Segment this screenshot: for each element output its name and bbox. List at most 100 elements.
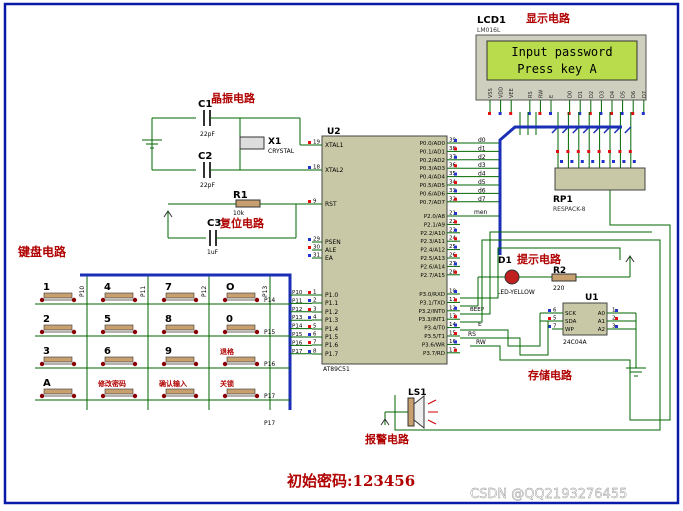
mcu-pin-name-p2-5-a13: P2.5/A13 [420,256,445,262]
lcd-pin-d0: D0 [568,91,574,98]
keypad-mcu-net-p10: P10 [292,290,303,296]
mcu-pin-marker [454,197,457,201]
lcd-pin-marker [641,112,645,115]
eeprom-pin-name-a1: A1 [598,319,605,325]
key-label-3-0: A [43,378,51,389]
bus-tap-7 [624,126,632,134]
lcd-pin-d7: D7 [642,91,648,98]
key-pin-2-0 [39,361,45,367]
c3-value: 1uF [207,249,219,256]
mcu-pin-name-p1-2: P1.2 [325,309,338,316]
mcu-pin-marker [454,298,457,302]
keypad-row-net-p15: P15 [264,329,275,336]
key-switch-2-1 [104,356,134,363]
lcd-pin-marker [578,112,582,115]
mcu-pin-num-12: 12 [449,305,456,311]
keypad-col-net-p11: P11 [140,286,147,297]
net-label-d6: d6 [478,187,486,194]
lcd-pin-d6: D6 [631,91,637,98]
mcu-pin-marker [454,220,457,224]
lcd-pin-rs: RS [528,91,534,98]
eeprom-pin-marker [548,309,551,312]
mcu-pin-name-p3-5-t1: P3.5/T1 [424,334,445,340]
rp-pin-marker [591,160,595,163]
key-pin-1-2 [161,329,167,335]
lcd-pin-marker [488,112,491,115]
mcu-pin-marker [308,308,311,311]
mcu-pin-num-24: 24 [449,236,456,242]
rp-pin-marker [556,150,559,153]
key-label-2-2: 9 [165,346,172,357]
c2-ref: C2 [198,151,212,162]
net-label-rs: RS [468,331,476,338]
rp-pin-marker [608,150,611,153]
initial-password-text: 初始密码:123456 [287,472,415,490]
mcu-pin-marker [308,316,311,319]
key-pin-0-2 [161,297,167,303]
respack-model: RESPACK-8 [553,206,586,213]
mcu-pin-marker [454,147,457,151]
key-label-1-0: 2 [43,314,50,325]
net-label-d0: d0 [478,137,486,144]
key-switch-3-3 [226,388,256,395]
crystal-body [239,136,265,150]
key-pin-3-1 [100,393,106,399]
eeprom-pin-name-a2: A2 [598,327,605,333]
net-label-d1: d1 [478,145,486,152]
rp-pin-marker [628,150,632,153]
key-pin-2-3 [222,361,228,367]
eeprom-pin-marker [548,325,551,328]
rp-pin-marker [601,160,605,163]
net-label-d2: d2 [478,154,486,161]
mcu-pin-num-1: 1 [313,290,317,296]
mcu-pin-num-2: 2 [313,298,317,304]
key-switch-2-0 [43,356,73,363]
lcd-pin-e: E [549,95,555,98]
key-switch-0-0 [43,292,73,299]
mcu-pin-num-37: 37 [449,154,456,160]
mcu-pin-num-10: 10 [449,289,456,295]
eeprom-ref: U1 [585,293,599,303]
mcu-pin-num-3: 3 [313,307,317,313]
net-label-e: E [478,321,482,328]
eeprom-pin-marker [548,317,551,320]
mcu-pin-name-p1-0: P1.0 [325,292,338,299]
key-pin-1-3 [254,329,260,335]
rp-pin-marker [632,160,636,163]
key-label-2-3: 退格 [220,347,235,356]
lcd-pin-vdd: VDD [499,87,505,98]
mcu-pin-num-31: 31 [313,253,320,259]
key-pin-3-2 [193,393,199,399]
r2-ref: R2 [553,266,566,276]
mcu-pin-name-p1-3: P1.3 [325,317,338,324]
lcd-data-lines [519,112,636,168]
key-pin-3-0 [71,393,77,399]
mcu-pin-num-8: 8 [313,349,317,355]
c3-ref: C3 [207,218,221,229]
mcu-pin-marker [454,332,457,335]
mcu-pin-name-p3-6-wr: P3.6/WR [422,342,445,348]
eeprom-pin-num-1: 1 [612,308,616,314]
mcu-pin-marker [454,290,457,293]
mcu-pin-name-psen: PSEN [325,239,341,246]
respack: RP1 RESPACK-8 [553,167,646,213]
key-pin-2-3 [254,361,260,367]
rp-pin-marker [618,150,622,153]
lcd-pin-rw: RW [538,90,544,98]
rp-pin-marker [622,160,626,163]
key-switch-3-2 [165,388,195,395]
mcu-pin-name-p3-3-int1: P3.3/INT1 [418,317,445,323]
csdn-watermark: CSDN @QQ2193276455 [470,487,627,502]
eeprom-pin-marker [615,325,618,328]
data-bus-top [498,125,622,143]
eeprom-pin-marker [615,317,618,320]
key-label-3-3: 关锁 [220,379,234,388]
mcu-body [321,135,448,365]
mcu-pin-marker [454,212,457,215]
lcd-line-2: Press key A [517,62,597,76]
lcd-pin-marker [527,112,531,115]
key-pin-0-3 [254,297,260,303]
